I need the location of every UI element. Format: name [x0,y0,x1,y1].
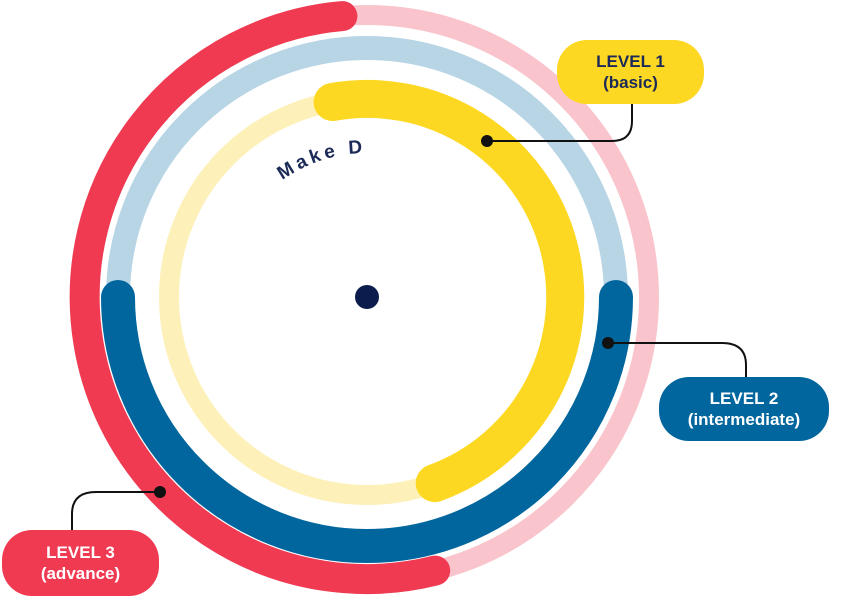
level1-label: LEVEL 1 (basic) [557,40,704,104]
level3-connector-dot [154,486,166,498]
center-dot [355,285,379,309]
level1-subtitle: (basic) [603,73,658,92]
level3-connector [71,491,160,530]
level2-arc [101,280,633,563]
level2-label: LEVEL 2 (intermediate) [659,377,829,441]
level1-arc [313,79,585,503]
level3-arc [69,1,451,595]
level3-subtitle: (advance) [40,564,121,583]
level2-connector-dot [602,337,614,349]
level1-connector-dot [481,135,493,147]
level2-subtitle: (intermediate) [687,410,801,429]
level3-label: LEVEL 3 (advance) [2,530,159,596]
level3-title: LEVEL 3 [46,543,115,562]
level1-title: LEVEL 1 [596,52,665,71]
level1-connector [487,104,633,142]
level2-connector [608,342,747,377]
level2-title: LEVEL 2 [709,389,779,408]
